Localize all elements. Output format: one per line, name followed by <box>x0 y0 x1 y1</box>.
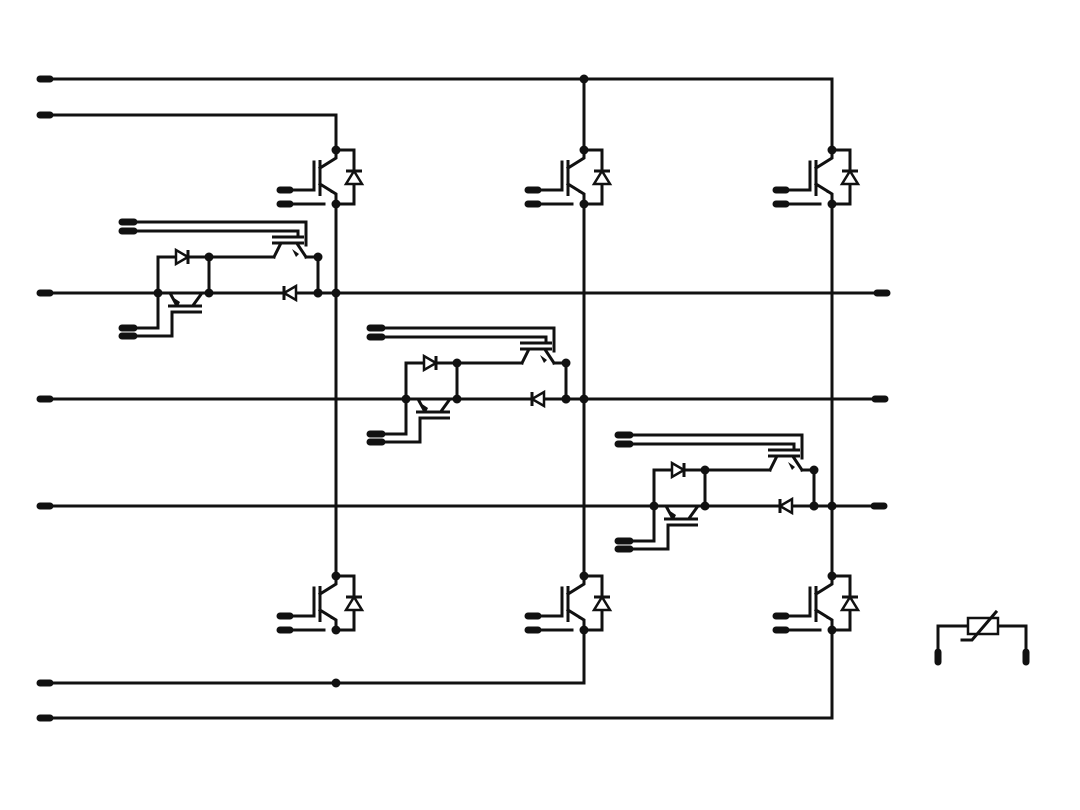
dc-positive-rail <box>42 77 834 152</box>
clamp-block-3 <box>618 435 819 549</box>
gate-rail-1 <box>42 113 338 152</box>
igbt-high-side-2 <box>528 146 610 209</box>
ntc-thermistor <box>934 609 1030 666</box>
igbt-high-side-3 <box>776 146 858 209</box>
dc-negative-rail-1 <box>42 628 586 685</box>
terminal-pins <box>36 75 891 722</box>
igbt-low-side-2 <box>528 572 610 635</box>
dc-negative-rail-2 <box>42 628 834 720</box>
igbt-low-side-1 <box>280 572 362 635</box>
igbt-high-side-1 <box>280 146 362 209</box>
junction-dots <box>313 74 837 688</box>
column-conductors <box>334 77 834 578</box>
clamp-block-2 <box>370 328 571 442</box>
igbt-low-side-3 <box>776 572 858 635</box>
clamp-block-1 <box>122 222 323 336</box>
